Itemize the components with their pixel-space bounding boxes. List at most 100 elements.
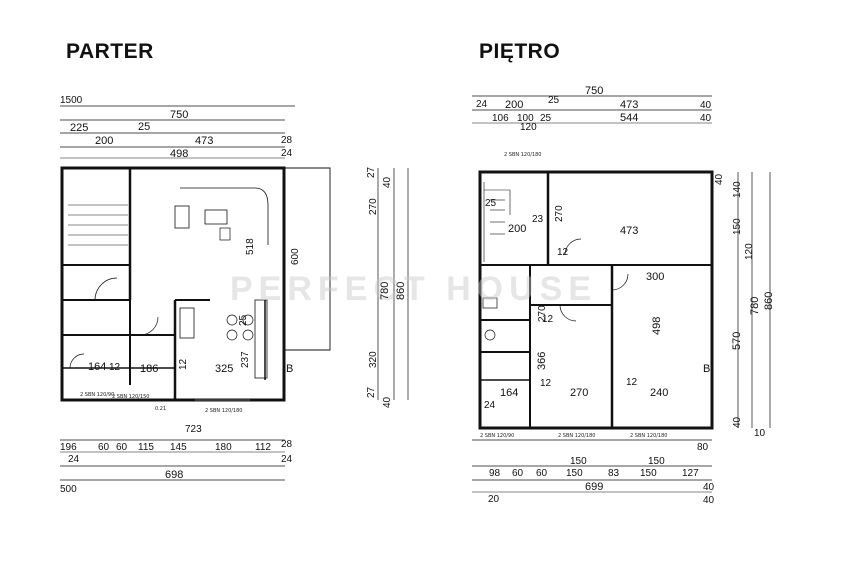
dim-83: 83 xyxy=(608,468,620,479)
dim-200-in: 200 xyxy=(508,223,526,235)
dim-112: 112 xyxy=(255,442,271,453)
dim-27-bottom: 27 xyxy=(366,386,377,398)
label-sbn-120-180: 2 SBN 120/180 xyxy=(205,408,242,414)
dim-98: 98 xyxy=(489,468,501,479)
dim-196: 196 xyxy=(60,442,77,453)
dim-200: 200 xyxy=(505,99,523,111)
dim-25: 25 xyxy=(548,95,560,106)
label-sbn-120-180-a: 2 SBN 120/180 xyxy=(558,433,595,439)
dim-150-a: 150 xyxy=(566,468,583,479)
dim-180: 180 xyxy=(215,442,232,453)
dim-600: 600 xyxy=(290,248,301,265)
label-021: 0.21 xyxy=(155,406,166,412)
dim-40-r: 40 xyxy=(714,173,725,185)
dim-270: 270 xyxy=(368,198,379,215)
dim-23: 23 xyxy=(532,214,544,225)
dim-150-d: 150 xyxy=(648,456,665,467)
dim-473-in: 473 xyxy=(620,225,638,237)
dim-750: 750 xyxy=(585,85,603,97)
dim-25-inner: 25 xyxy=(238,314,249,326)
dim-140: 140 xyxy=(732,181,743,198)
pietro-plan xyxy=(472,95,771,493)
dim-20: 20 xyxy=(488,494,500,505)
dim-25-in: 25 xyxy=(485,198,497,209)
dim-150-b: 150 xyxy=(640,468,657,479)
dim-25: 25 xyxy=(138,121,150,133)
dim-518: 518 xyxy=(245,238,256,255)
dim-40-bb: 40 xyxy=(703,495,715,506)
dim-60-a: 60 xyxy=(512,468,524,479)
dim-120: 120 xyxy=(520,122,537,133)
dim-300: 300 xyxy=(646,271,664,283)
parter-dimensions: 1500 750 225 25 200 473 498 28 24 27 40 … xyxy=(60,95,407,495)
dim-186: 186 xyxy=(140,363,158,375)
label-sbn-120-90: 2 SBN 120/90 xyxy=(480,433,514,439)
dim-12-d: 12 xyxy=(540,378,552,389)
dim-100: 100 xyxy=(517,113,534,124)
dim-150-c: 150 xyxy=(570,456,587,467)
dim-225: 225 xyxy=(70,122,88,134)
dim-237: 237 xyxy=(240,351,251,368)
dim-750: 750 xyxy=(170,109,188,121)
dim-699: 699 xyxy=(585,481,603,493)
dim-473: 473 xyxy=(620,99,638,111)
dim-500: 500 xyxy=(60,484,77,495)
dim-10: 10 xyxy=(754,428,766,439)
dim-40-top: 40 xyxy=(382,176,393,188)
dim-60-a: 60 xyxy=(98,442,110,453)
dim-24-b: 24 xyxy=(68,454,80,465)
dim-780: 780 xyxy=(749,297,761,315)
dim-270-h: 270 xyxy=(570,387,588,399)
dim-860: 860 xyxy=(763,292,775,310)
pietro-dimensions: 750 24 25 200 473 40 106 100 544 120 25 … xyxy=(476,85,775,506)
dim-270-b: 270 xyxy=(537,305,548,322)
dim-60-b: 60 xyxy=(116,442,128,453)
dim-12-c: 12 xyxy=(626,377,638,388)
dim-25-b: 25 xyxy=(540,113,552,124)
dim-40-rb: 40 xyxy=(732,416,743,428)
label-sbn-120-180-b: 2 SBN 120/180 xyxy=(630,433,667,439)
dim-40-top: 40 xyxy=(700,100,712,111)
dim-780: 780 xyxy=(379,282,391,300)
dim-325: 325 xyxy=(215,363,233,375)
dim-240: 240 xyxy=(650,387,668,399)
pietro-title: PIĘTRO xyxy=(479,40,561,63)
dim-127: 127 xyxy=(682,468,699,479)
dim-120-r: 120 xyxy=(744,243,755,260)
dim-12: 12 xyxy=(109,362,121,373)
dim-12-inner: 12 xyxy=(178,358,189,370)
mark-b: B xyxy=(703,363,710,375)
dim-366: 366 xyxy=(536,352,548,370)
parter-plan xyxy=(60,105,409,481)
dim-27-top: 27 xyxy=(366,166,377,178)
mark-b: B xyxy=(286,363,293,375)
dim-544: 544 xyxy=(620,112,638,124)
dim-28-b: 28 xyxy=(281,439,293,450)
dim-145: 145 xyxy=(170,442,187,453)
dim-12-b: 12 xyxy=(542,314,554,325)
dim-106: 106 xyxy=(492,113,509,124)
dim-24-in: 24 xyxy=(484,400,496,411)
dim-40-ba: 40 xyxy=(703,482,715,493)
dim-60-b: 60 xyxy=(536,468,548,479)
label-sbn-120-180-c: 2 SBN 120/180 xyxy=(504,152,541,158)
dim-1500: 1500 xyxy=(60,95,83,106)
dim-164: 164 xyxy=(88,361,106,373)
dim-860: 860 xyxy=(395,282,407,300)
dim-12-a: 12 xyxy=(557,247,569,258)
dim-24-c: 24 xyxy=(281,454,293,465)
dim-28: 28 xyxy=(281,135,293,146)
dim-570: 570 xyxy=(731,332,743,350)
label-sbn-120-150: 2 SBN 120/150 xyxy=(112,394,149,400)
dim-200: 200 xyxy=(95,135,113,147)
dim-40-bottom: 40 xyxy=(382,396,393,408)
dim-115: 115 xyxy=(138,442,154,453)
dim-723: 723 xyxy=(185,424,202,435)
parter-title: PARTER xyxy=(66,40,154,63)
dim-698: 698 xyxy=(165,469,183,481)
dim-473: 473 xyxy=(195,135,213,147)
dim-498: 498 xyxy=(170,148,188,160)
dim-320: 320 xyxy=(368,351,379,368)
dim-270-v: 270 xyxy=(554,205,565,222)
